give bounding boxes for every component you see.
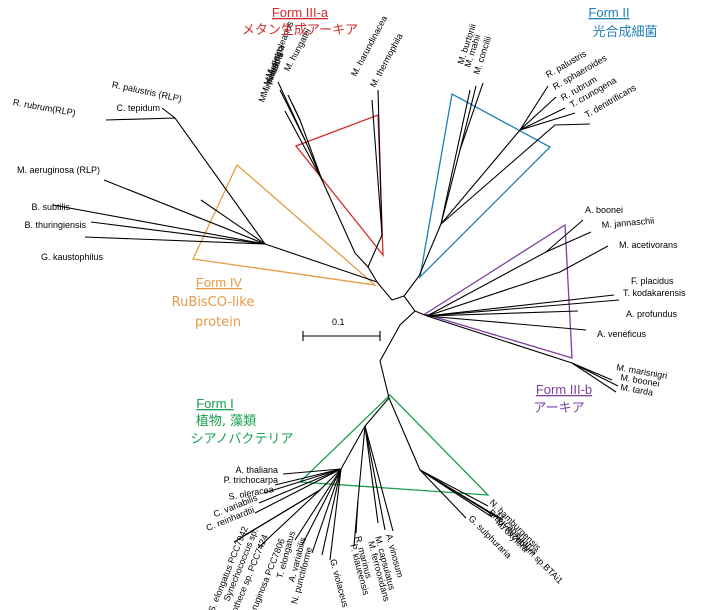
tree-branch xyxy=(233,489,321,543)
taxon-label: M. aeruginosa (RLP) xyxy=(17,165,100,175)
tree-branch xyxy=(282,468,342,475)
tree-branch xyxy=(545,231,592,253)
taxon-label: R. palustris (RLP) xyxy=(111,79,183,104)
form-4-clade-hull xyxy=(192,163,378,286)
form-3a-title: Form III-a xyxy=(272,5,329,20)
tree-branch xyxy=(161,107,176,119)
taxon-label: M. acetivorans xyxy=(619,240,678,250)
tree-branch xyxy=(301,468,342,546)
taxon-label: P. trichocarpa xyxy=(224,475,278,485)
tree-branch xyxy=(419,469,504,521)
tree-branch xyxy=(418,223,442,277)
tree-branch xyxy=(103,179,266,245)
taxon-label: A. thaliana xyxy=(235,465,278,475)
tree-branch xyxy=(426,245,609,317)
tree-branch xyxy=(84,236,266,245)
form-2-title: Form II xyxy=(588,5,629,20)
tree-branch xyxy=(440,123,591,225)
tree-branch xyxy=(287,94,301,121)
tree-branch xyxy=(426,251,547,317)
tree-branch xyxy=(311,468,342,554)
scale-bar-label: 0.1 xyxy=(332,317,345,327)
tree-branch xyxy=(353,499,359,547)
form-1-clade-hull xyxy=(298,394,490,496)
taxon-label: F. placidus xyxy=(631,276,674,286)
tree-branch xyxy=(545,219,584,253)
tree-branch xyxy=(200,199,266,245)
form-2-clade-hull xyxy=(419,92,552,279)
taxon-label: G. kaustophilus xyxy=(41,252,104,262)
tree-branch xyxy=(571,362,617,393)
taxon-label: C. tepidum xyxy=(116,103,160,113)
taxon-label: R. rubrum(RLP) xyxy=(12,97,76,118)
tree-branch xyxy=(277,81,306,141)
tree-branch xyxy=(426,310,579,317)
tree-branch xyxy=(258,468,342,504)
taxon-label: B. subtilis xyxy=(31,202,70,212)
form-4-title: Form IV xyxy=(196,275,243,290)
tree-branch xyxy=(459,82,484,151)
tree-branch xyxy=(414,310,428,317)
tree-branch xyxy=(364,425,379,524)
form-1-subtitle-line2: シアノバクテリア xyxy=(191,432,294,447)
tree-branch xyxy=(264,243,378,283)
form-1-subtitle: 植物, 藻類 xyxy=(196,414,256,429)
form-3a-subtitle: メタン生成アーキア xyxy=(242,23,358,38)
tree-branch xyxy=(329,468,342,561)
taxon-label: G. violaceus xyxy=(328,558,351,609)
tree-branch xyxy=(376,281,393,301)
form-4-subtitle: RuBisCO-like xyxy=(172,295,255,310)
tree-branch xyxy=(52,204,266,245)
taxon-label: M. jannaschii xyxy=(601,215,654,230)
form-3b-title: Form III-b xyxy=(536,382,592,397)
tree-branch xyxy=(371,99,383,236)
tree-branch xyxy=(364,397,390,427)
tree-branch xyxy=(440,89,471,225)
tree-branch xyxy=(403,275,420,297)
form-1-title: Form I xyxy=(196,396,234,411)
tree-branch xyxy=(571,362,619,387)
tree-branch xyxy=(519,96,557,131)
tree-branch xyxy=(379,360,390,399)
tree-branch xyxy=(364,425,394,532)
tree-branch xyxy=(426,299,620,317)
tree-branch xyxy=(419,469,467,519)
tree-branch xyxy=(90,221,266,245)
taxon-label: B. thuringiensis xyxy=(24,220,86,230)
form-3b-clade-hull xyxy=(423,223,573,359)
tree-branch xyxy=(294,468,342,541)
taxon-label: A. veneficus xyxy=(597,329,647,339)
form-2-subtitle: 光合成細菌 xyxy=(592,25,657,40)
tree-branch xyxy=(279,89,323,181)
taxon-label: A. profundus xyxy=(626,309,678,319)
form-3a-clade-hull xyxy=(294,114,384,257)
tree-branch xyxy=(364,425,386,531)
tree-branch xyxy=(426,315,587,331)
tree-branch xyxy=(254,468,342,514)
tree-branch xyxy=(284,110,356,254)
tree-branch xyxy=(355,425,366,534)
tree-branch xyxy=(340,425,366,470)
form-3b-subtitle: アーキア xyxy=(533,401,584,416)
tree-branch xyxy=(426,294,615,317)
form-4-subtitle-line2: protein xyxy=(195,315,241,330)
taxon-label: T. kodakarensis xyxy=(623,288,686,298)
tree-branch xyxy=(263,468,342,494)
tree-branch xyxy=(426,315,613,381)
tree-branch xyxy=(274,468,342,486)
tree-branch xyxy=(519,112,576,131)
tree-branch xyxy=(105,117,266,245)
tree-branch xyxy=(379,295,416,362)
tree-branch xyxy=(321,468,342,556)
taxon-label: A. boonei xyxy=(585,205,623,215)
tree-branch xyxy=(519,107,566,131)
scale-bar: 0.1 xyxy=(302,317,381,341)
